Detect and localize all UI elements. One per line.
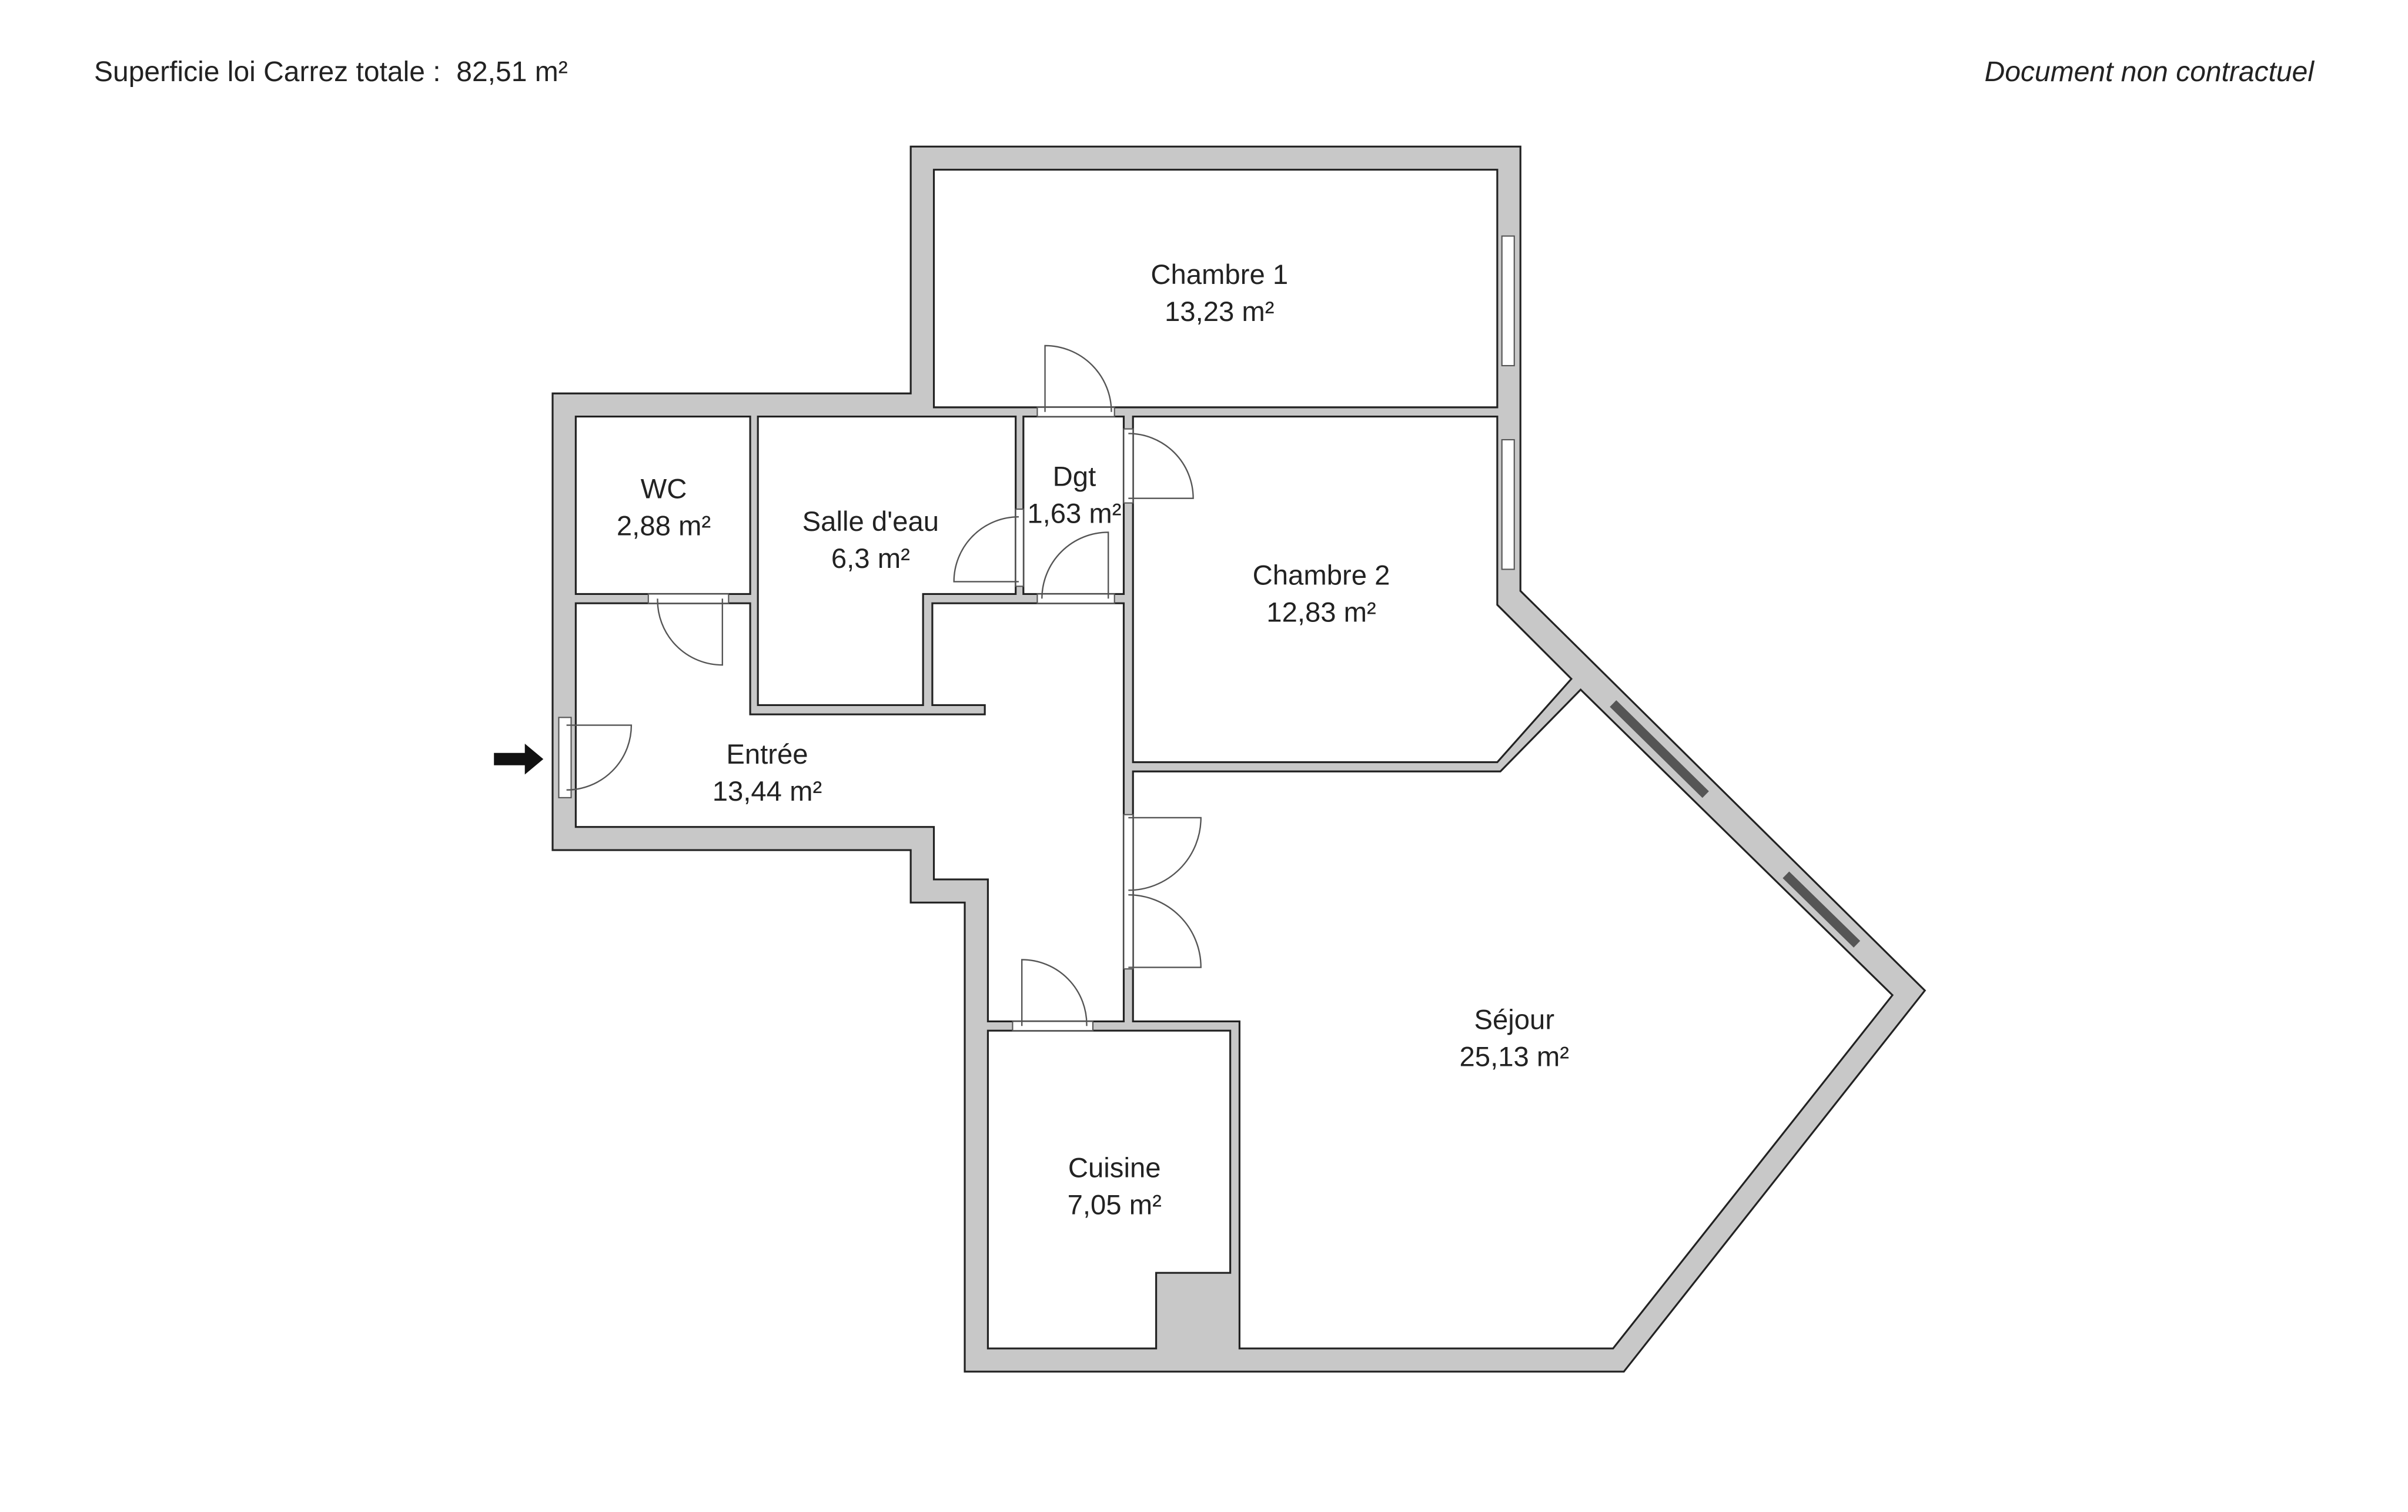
room-salle-deau [757, 416, 1017, 706]
room-chambre-2 [1132, 416, 1573, 764]
total-area-value: 82,51 m² [456, 56, 568, 88]
room-label: Séjour [1474, 1005, 1554, 1036]
room-label: WC [641, 474, 687, 505]
room-cuisine [986, 1029, 1232, 1350]
room-area: 25,13 m² [1459, 1042, 1569, 1073]
window [1501, 235, 1515, 367]
door-wc[interactable] [647, 593, 730, 666]
room-entree [574, 602, 1125, 1022]
room-area: 12,83 m² [1266, 597, 1376, 628]
total-area-label: Superficie loi Carrez totale : [94, 56, 441, 88]
svg-text:Chambre 212,83 m²: Chambre 2 12,83 m² [1253, 560, 1390, 628]
room-sejour [1132, 688, 1894, 1350]
room-area: 13,23 m² [1165, 296, 1275, 327]
door-chambre-1[interactable] [1036, 344, 1115, 417]
room-label: Chambre 2 [1253, 560, 1390, 591]
door-salle-deau[interactable] [953, 509, 1024, 587]
svg-text:Chambre 113,23 m²: Chambre 1 13,23 m² [1151, 259, 1288, 327]
room-wc [574, 416, 751, 596]
door-entrance[interactable] [558, 717, 633, 798]
door-sejour[interactable] [1123, 814, 1202, 970]
room-label: Chambre 1 [1151, 259, 1288, 290]
room-area: 6,3 m² [831, 543, 910, 574]
room-area: 13,44 m² [713, 776, 822, 807]
window [1610, 700, 1709, 798]
disclaimer: Document non contractuel [1984, 56, 2314, 88]
room-label: Salle d'eau [802, 506, 939, 537]
room-chambre-1 [932, 169, 1499, 409]
room-area: 7,05 m² [1068, 1189, 1162, 1220]
window [1501, 439, 1515, 570]
room-label: Entrée [726, 739, 808, 770]
door-cuisine[interactable] [1012, 959, 1094, 1032]
room-label: Cuisine [1068, 1152, 1161, 1183]
svg-text:WC2,88 m²: WC 2,88 m² [617, 474, 711, 542]
room-label: Dgt [1053, 461, 1096, 493]
door-dgt[interactable] [1036, 531, 1115, 604]
total-area: Superficie loi Carrez totale : 82,51 m² [94, 56, 568, 88]
entrance-arrow-icon [494, 744, 544, 775]
room-area: 1,63 m² [1027, 499, 1121, 530]
window [1782, 871, 1861, 948]
door-chambre-2[interactable] [1123, 428, 1194, 504]
room-area: 2,88 m² [617, 511, 711, 542]
